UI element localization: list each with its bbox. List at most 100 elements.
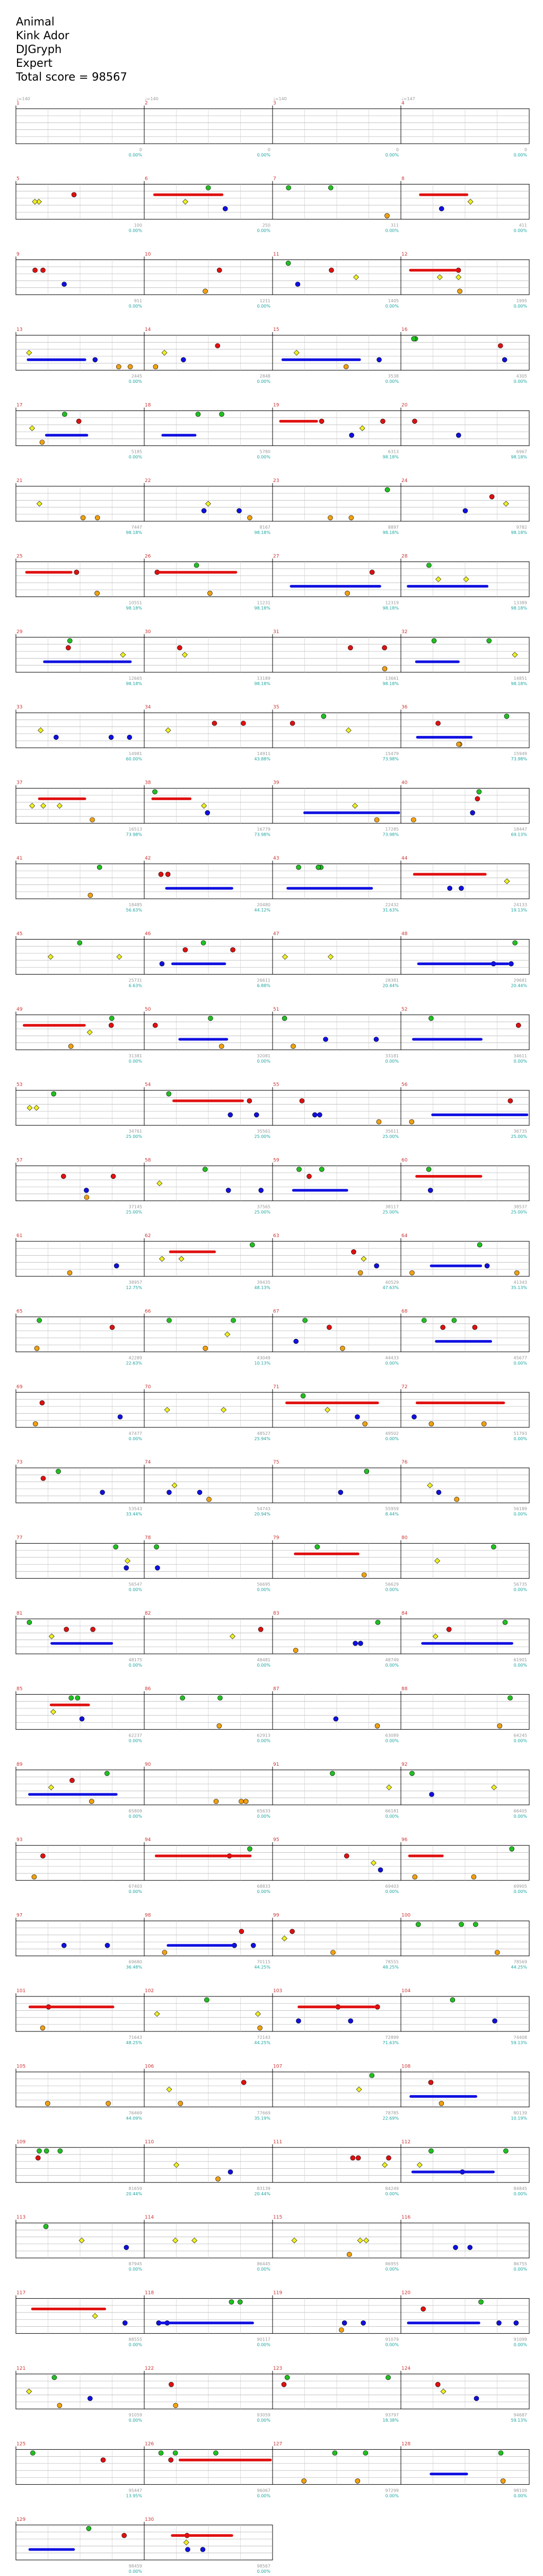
note <box>333 1716 339 1722</box>
note <box>165 872 171 877</box>
sp-percent: 0.00% <box>257 1889 271 1894</box>
measure-score: 38117 <box>386 1205 399 1210</box>
note <box>362 1421 368 1426</box>
measure-number: 99 <box>273 1913 279 1918</box>
measure-score: 95447 <box>129 2488 142 2493</box>
note <box>296 1167 302 1172</box>
measure-number: 101 <box>16 1988 25 1994</box>
note <box>80 515 86 521</box>
note <box>319 418 325 424</box>
measure-score: 5780 <box>260 450 270 454</box>
note <box>26 349 32 356</box>
note <box>412 1874 418 1880</box>
sp-percent: 0.00% <box>129 153 143 157</box>
sp-percent: 98.18% <box>126 606 142 610</box>
measure-score: 69403 <box>386 1884 399 1889</box>
note <box>108 734 114 740</box>
note <box>502 357 507 363</box>
measure-number: 74 <box>145 1460 151 1465</box>
note <box>159 1256 165 1262</box>
note <box>167 1489 172 1495</box>
note <box>429 1792 434 1797</box>
measure-number: 42 <box>145 856 151 861</box>
note <box>357 1270 363 1276</box>
note <box>197 1489 203 1495</box>
note <box>428 1421 434 1426</box>
sp-percent: 0.00% <box>386 2267 399 2272</box>
sp-percent: 98.18% <box>382 455 399 460</box>
measure-number: 44 <box>401 856 408 861</box>
measure-score: 64245 <box>514 1733 527 1738</box>
note <box>456 274 462 281</box>
note <box>247 515 252 521</box>
sp-percent: 10.19% <box>511 2116 527 2121</box>
note <box>168 2457 173 2463</box>
sp-percent: 8.44% <box>386 1512 399 1517</box>
note <box>481 1421 487 1426</box>
note <box>375 1619 381 1625</box>
sp-percent: 98.18% <box>254 606 270 610</box>
measure-score: 34761 <box>129 1129 142 1134</box>
measure-number: 57 <box>16 1158 22 1163</box>
note <box>113 1263 119 1268</box>
note <box>124 2245 129 2250</box>
note <box>484 1263 490 1268</box>
note <box>361 2320 366 2326</box>
note <box>223 206 228 212</box>
measure-score: 94687 <box>514 2413 527 2417</box>
note <box>321 714 327 719</box>
note <box>509 1846 514 1852</box>
note <box>92 2313 98 2319</box>
sp-percent: 44.25% <box>254 1965 270 1970</box>
measure-number: 79 <box>273 1536 279 1541</box>
measure-number: 13 <box>16 327 22 332</box>
note <box>282 1015 287 1021</box>
measure-number: 18 <box>145 403 151 408</box>
note <box>104 1943 110 1948</box>
measure-number: 33 <box>16 705 22 710</box>
note <box>253 1112 259 1118</box>
sp-percent: 73.98% <box>511 757 527 761</box>
sp-percent: 0.00% <box>386 1663 399 1668</box>
measure-score: 8167 <box>260 525 270 530</box>
note <box>40 1853 46 1859</box>
note <box>108 1022 114 1028</box>
measure-score: 2848 <box>260 374 270 379</box>
measure-score: 84249 <box>386 2186 399 2191</box>
note <box>293 349 300 356</box>
note <box>74 569 80 575</box>
note <box>200 940 206 945</box>
note <box>191 2237 198 2244</box>
note <box>450 1997 456 2003</box>
measure-number: 121 <box>16 2366 25 2371</box>
note <box>459 1922 464 1927</box>
measure-number: 130 <box>145 2517 154 2522</box>
sp-percent: 0.00% <box>257 2343 271 2347</box>
measure-score: 0 <box>139 147 142 152</box>
note <box>428 1015 434 1021</box>
note <box>166 2086 172 2092</box>
measure-number: 8 <box>401 176 405 181</box>
sp-percent: 98.18% <box>126 530 142 535</box>
measure-score: 56695 <box>257 1582 270 1587</box>
measure-number: 2 <box>145 101 148 106</box>
note <box>219 411 224 417</box>
measure-score: 3538 <box>388 374 399 379</box>
measure-number: 6 <box>145 176 148 181</box>
measure-score: 35611 <box>386 1129 399 1134</box>
measure-number: 39 <box>273 781 279 786</box>
measure-number: 37 <box>16 781 22 786</box>
measure-number: 96 <box>401 1837 408 1843</box>
measure-number: 103 <box>273 1988 282 1994</box>
sp-percent: 0.00% <box>129 1588 143 1592</box>
sp-percent: 98.18% <box>511 455 527 460</box>
measure-score: 72143 <box>257 2035 270 2040</box>
note <box>64 1627 69 1632</box>
sp-percent: 98.18% <box>254 681 270 686</box>
note <box>239 1929 244 1934</box>
note <box>411 1414 417 1420</box>
sp-percent: 73.98% <box>382 833 399 837</box>
measure-number: 21 <box>16 478 22 484</box>
note <box>87 892 93 898</box>
note <box>90 1627 95 1632</box>
